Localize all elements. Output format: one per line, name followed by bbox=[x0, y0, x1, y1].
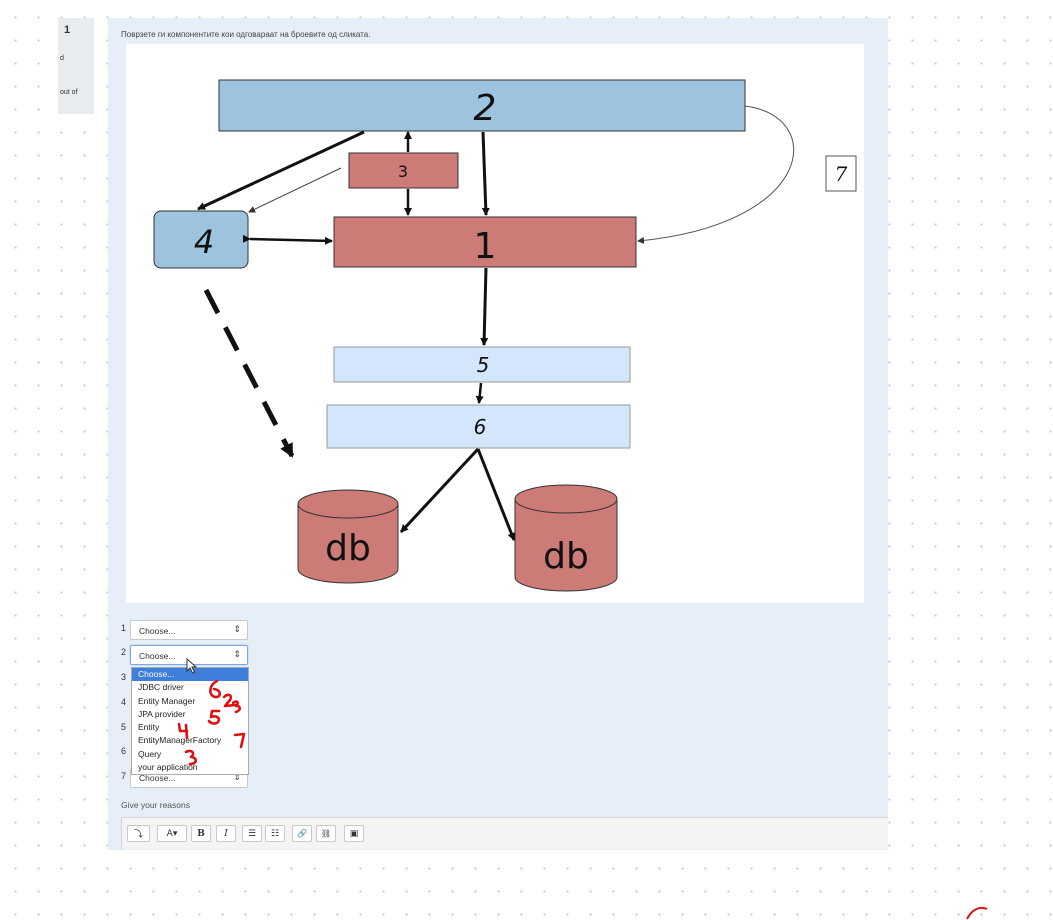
select-row-number-2: 2 bbox=[121, 647, 127, 657]
unlink-button[interactable]: ⛓ bbox=[316, 825, 336, 842]
link-button[interactable]: 🔗 bbox=[292, 825, 312, 842]
arrow-2-to-1-curved bbox=[637, 105, 795, 244]
reasons-label: Give your reasons bbox=[121, 800, 190, 810]
dropdown-option[interactable]: your application bbox=[138, 762, 198, 773]
database-cylinder-1: db bbox=[297, 489, 399, 584]
diagram-box-4-label: 4 bbox=[194, 223, 214, 261]
select-row-number-1: 1 bbox=[121, 623, 127, 633]
diagram-box-7 bbox=[825, 155, 857, 192]
arrow-5-to-6 bbox=[475, 382, 484, 404]
arrow-6-to-db2 bbox=[476, 448, 516, 541]
select-arrows-icon: ⇕ bbox=[233, 624, 241, 634]
answer-select-7-value: Choose... bbox=[139, 773, 176, 783]
diagram-box-6-label: 6 bbox=[474, 415, 487, 439]
diagram-box-2 bbox=[218, 79, 746, 132]
select-2-dropdown-list: Choose... JDBC driver Entity Manager JPA… bbox=[131, 667, 249, 775]
dropdown-option[interactable]: JPA provider bbox=[138, 708, 186, 719]
diagram-box-1 bbox=[333, 216, 637, 268]
handwritten-note-digit: 6 bbox=[1, 0, 2, 2]
answer-select-2-value: Choose... bbox=[139, 651, 176, 661]
select-arrows-icon: ⇕ bbox=[233, 649, 241, 659]
architecture-diagram: 2 3 4 1 7 5 6 db db bbox=[126, 44, 864, 603]
question-number: 1 bbox=[64, 24, 71, 36]
question-prompt: Поврзете ги компонентите кои одговараат … bbox=[121, 30, 371, 39]
arrow-2-to-1 bbox=[481, 131, 490, 216]
question-status-text: d bbox=[60, 55, 64, 62]
font-color-button[interactable]: A▾ bbox=[157, 825, 187, 842]
dropdown-option[interactable]: EntityManagerFactory bbox=[138, 735, 222, 746]
question-mark-text: out of bbox=[60, 89, 78, 96]
arrow-6-to-db1 bbox=[399, 447, 480, 534]
arrow-3-to-4 bbox=[248, 167, 342, 213]
select-row-number-6: 6 bbox=[121, 746, 127, 756]
database-cylinder-2: db bbox=[514, 484, 618, 592]
arrow-4-to-db-dashed bbox=[203, 288, 295, 458]
diagram-box-5 bbox=[333, 346, 631, 383]
dropdown-option[interactable]: Query bbox=[138, 748, 162, 759]
diagram-box-2-label: 2 bbox=[474, 88, 497, 129]
image-button[interactable]: ▣ bbox=[344, 825, 364, 842]
diagram-box-3-label: 3 bbox=[398, 162, 408, 181]
select-row-number-4: 4 bbox=[121, 697, 127, 707]
question-info-panel: 1 d out of question bbox=[58, 18, 94, 114]
bold-button[interactable]: B bbox=[191, 825, 211, 842]
diagram-svg: 2 3 4 1 7 5 6 db db bbox=[153, 79, 857, 592]
bullet-list-button[interactable]: ☰ bbox=[242, 825, 262, 842]
numbered-list-button[interactable]: ☷ bbox=[265, 825, 285, 842]
mouse-cursor-icon bbox=[186, 658, 198, 674]
select-row-number-7: 7 bbox=[121, 771, 127, 781]
diagram-box-1-label: 1 bbox=[474, 226, 497, 267]
diagram-box-6 bbox=[326, 404, 631, 449]
dropdown-option[interactable]: Entity Manager bbox=[138, 695, 196, 706]
editor-toolbar: ⤵ A▾ B I ☰ ☷ 🔗 ⛓ ▣ bbox=[121, 817, 888, 849]
diagram-box-7-label: 7 bbox=[835, 162, 848, 186]
select-arrows-icon: ⇕ bbox=[233, 772, 241, 782]
handwritten-mark-bottom-right bbox=[966, 906, 988, 920]
answer-select-1-value: Choose... bbox=[139, 626, 176, 636]
select-row-number-5: 5 bbox=[121, 722, 127, 732]
diagram-box-5-label: 5 bbox=[477, 353, 490, 377]
select-row-number-3: 3 bbox=[121, 672, 127, 682]
arrow-1-4-bidirectional bbox=[242, 234, 333, 245]
dropdown-option[interactable]: JDBC driver bbox=[138, 682, 184, 693]
format-toggle-button[interactable]: ⤵ bbox=[127, 825, 150, 842]
arrow-2-to-4 bbox=[197, 130, 365, 211]
dropdown-option[interactable]: Choose... bbox=[132, 668, 248, 682]
answer-select-1[interactable]: Choose... ⇕ bbox=[130, 620, 248, 640]
dropdown-option[interactable]: Entity bbox=[138, 722, 160, 733]
database-1-label: db bbox=[325, 528, 371, 569]
arrow-1-to-5 bbox=[480, 267, 489, 346]
database-2-label: db bbox=[543, 536, 589, 577]
diagram-box-3 bbox=[348, 152, 459, 189]
italic-button[interactable]: I bbox=[216, 825, 236, 842]
